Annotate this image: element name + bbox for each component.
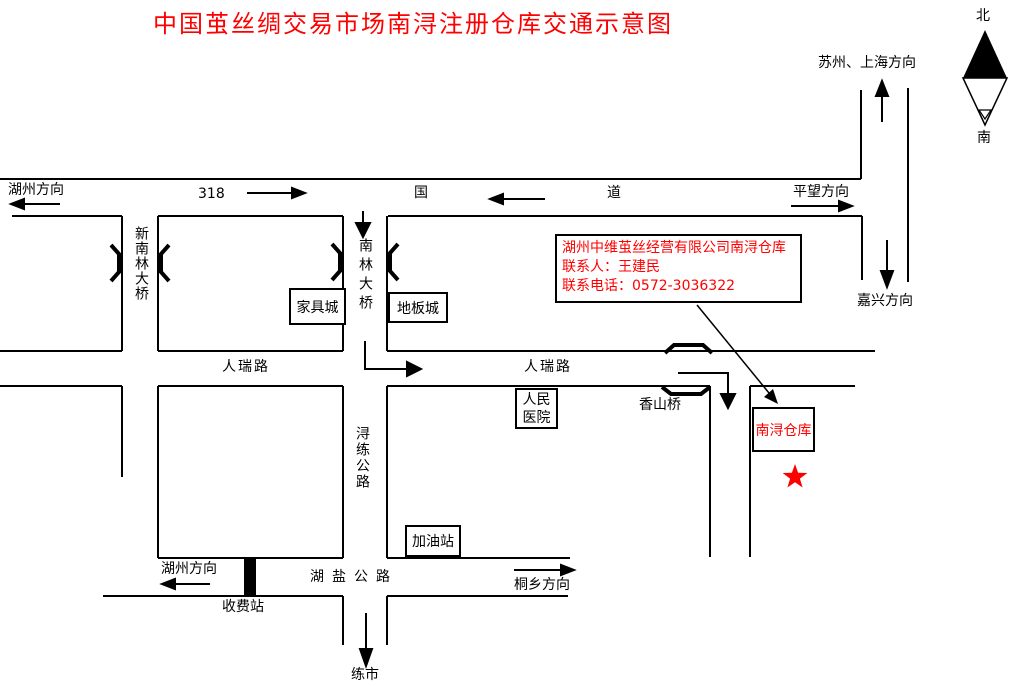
huzhou-bottom-arrow-icon: [159, 577, 176, 591]
landmark-toll-station-label: 收费站: [222, 599, 264, 615]
landmark-furniture-city: 家具城: [289, 288, 346, 325]
road-label-guo: 国: [414, 185, 428, 201]
turn-east-renrui-arrow-icon: [406, 360, 424, 378]
floor-city-label: 地板城: [397, 300, 439, 317]
info-leader-arrow-icon: [764, 389, 778, 404]
road-label-huyan: 湖盐公路: [310, 569, 398, 585]
compass-north-label: 北: [976, 8, 990, 24]
direction-tongxiang: 桐乡方向: [514, 577, 570, 593]
turn-south-xiangshan-arrow-icon: [719, 393, 737, 411]
landmark-hospital: 人民医院: [515, 388, 558, 429]
company-name: 湖州中维茧丝经营有限公司南浔仓库: [562, 240, 786, 256]
warehouse-box: 南浔仓库: [752, 407, 815, 452]
xiangshan-bridge-mark-lower: [660, 385, 712, 396]
route-arrows: [354, 211, 737, 411]
info-leader: [696, 304, 778, 404]
direction-huzhou-top: 湖州方向: [8, 182, 64, 198]
road-suzhou-jiaxing: [860, 88, 909, 282]
bridge-symbols: [109, 242, 714, 396]
road-renrui: [0, 350, 875, 387]
direction-huzhou-bottom: 湖州方向: [161, 561, 217, 577]
direction-suzhou-shanghai: 苏州、上海方向: [818, 55, 916, 71]
road-label-renrui-left: 人瑞路: [222, 359, 270, 375]
page-title: 中国茧丝绸交易市场南浔注册仓库交通示意图: [153, 10, 673, 38]
turn-south-nanlin-arrow-icon: [354, 222, 372, 240]
landmark-floor-city: 地板城: [388, 292, 448, 323]
compass-inner-mark: [977, 109, 993, 121]
road-xiangshan-branch: [709, 386, 751, 557]
road-label-dao: 道: [607, 185, 621, 201]
toll-station-bar: [244, 557, 256, 596]
gas-station-label: 加油站: [412, 534, 454, 550]
road-xin-nanlin: [121, 216, 159, 558]
road-nanlin-xunlian: [342, 216, 388, 645]
compass-south-label: 南: [977, 130, 991, 146]
direction-lianshi: 练市: [351, 667, 379, 683]
compass-south-triangle: [961, 77, 1009, 127]
xiangshan-bridge-mark-upper: [663, 343, 714, 355]
direction-jiaxing: 嘉兴方向: [857, 293, 913, 309]
nanlin-bridge-mark-left: [330, 242, 342, 282]
warehouse-label: 南浔仓库: [755, 422, 812, 439]
suzhou-up-arrow-icon: [874, 78, 890, 97]
jiaxing-down-arrow-icon: [879, 270, 895, 290]
turn-south-xiangshan-shaft: [678, 372, 729, 394]
road-label-318: 318: [198, 186, 225, 202]
compass-icon: [961, 30, 1009, 127]
tongxiang-arrow-icon: [560, 563, 577, 577]
nanlin-bridge-mark-right: [388, 242, 400, 282]
xin-nanlin-bridge-mark-left: [109, 243, 121, 283]
road-label-xunlian: 浔练公路: [354, 426, 370, 490]
g318-arrow-icon: [291, 186, 308, 200]
direction-pingwang: 平望方向: [793, 184, 849, 200]
pingwang-arrow-icon: [838, 199, 855, 213]
xin-nanlin-bridge-mark-right: [159, 243, 171, 283]
turn-east-renrui-shaft: [364, 341, 407, 370]
hospital-label: 人民医院: [522, 391, 551, 426]
direction-arrows: [8, 78, 895, 670]
contact-phone: 联系电话：0572-3036322: [562, 278, 736, 294]
company-info-box: 湖州中维茧丝经营有限公司南浔仓库 联系人：王建民 联系电话：0572-30363…: [555, 234, 802, 303]
bridge-label-xin-nanlin: 新南林大桥: [133, 226, 149, 301]
warehouse-star-icon: [782, 464, 808, 488]
landmark-gas-station: 加油站: [405, 525, 461, 557]
bridge-label-xiangshan: 香山桥: [639, 397, 681, 413]
road-label-renrui-right: 人瑞路: [524, 359, 572, 375]
contact-person: 联系人：王建民: [562, 259, 660, 275]
compass-north-triangle: [963, 30, 1007, 78]
bridge-label-nanlin: 南林大桥: [357, 238, 373, 314]
lianshi-down-arrow-icon: [358, 648, 374, 670]
road-318-guodao: [0, 178, 862, 217]
huzhou-top-arrow-icon: [8, 197, 25, 211]
info-leader-line: [696, 304, 770, 394]
furniture-city-label: 家具城: [296, 299, 339, 316]
guodao-arrow-icon: [487, 192, 504, 206]
